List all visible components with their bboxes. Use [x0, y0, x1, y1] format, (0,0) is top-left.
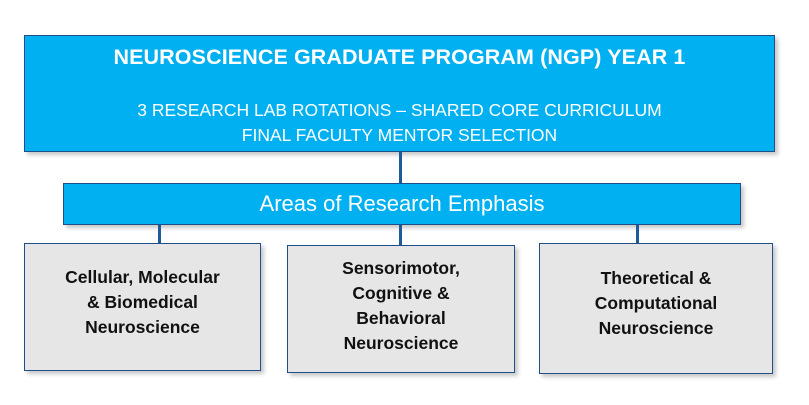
research-emphasis-label: Areas of Research Emphasis	[259, 191, 545, 216]
leaf-line: Computational	[594, 293, 718, 313]
connector-middle-to-leaf-3	[636, 225, 639, 243]
leaf-line: Sensorimotor,	[342, 258, 460, 278]
leaf-label: Sensorimotor, Cognitive & Behavioral Neu…	[342, 256, 460, 372]
leaf-line: Neuroscience	[343, 333, 459, 353]
leaf-line: Neuroscience	[598, 318, 714, 338]
connector-top-to-middle	[399, 152, 402, 183]
leaf-line: Cellular, Molecular	[65, 267, 220, 287]
leaf-sensorimotor-cognitive-behavioral: Sensorimotor, Cognitive & Behavioral Neu…	[287, 245, 515, 373]
connector-middle-to-leaf-2	[399, 225, 402, 245]
research-emphasis-bar: Areas of Research Emphasis	[63, 183, 741, 225]
connector-middle-to-leaf-1	[158, 225, 161, 243]
program-title: NEUROSCIENCE GRADUATE PROGRAM (NGP) YEAR…	[113, 45, 686, 69]
program-header-box: NEUROSCIENCE GRADUATE PROGRAM (NGP) YEAR…	[24, 35, 775, 152]
subtitle-line-rotations: 3 RESEARCH LAB ROTATIONS – SHARED CORE C…	[137, 100, 662, 120]
leaf-line: & Biomedical	[87, 292, 198, 312]
program-subtitle: 3 RESEARCH LAB ROTATIONS – SHARED CORE C…	[25, 98, 774, 148]
leaf-label: Cellular, Molecular & Biomedical Neurosc…	[65, 265, 220, 370]
leaf-line: Neuroscience	[85, 317, 200, 337]
leaf-label: Theoretical & Computational Neuroscience	[595, 266, 718, 373]
leaf-theoretical-computational: Theoretical & Computational Neuroscience	[539, 243, 773, 374]
leaf-cellular-molecular-biomedical: Cellular, Molecular & Biomedical Neurosc…	[24, 243, 261, 371]
leaf-line: Behavioral	[356, 308, 446, 328]
subtitle-line-mentor: FINAL FACULTY MENTOR SELECTION	[241, 125, 558, 145]
leaf-line: Cognitive &	[352, 283, 450, 303]
leaf-line: Theoretical &	[600, 268, 712, 288]
